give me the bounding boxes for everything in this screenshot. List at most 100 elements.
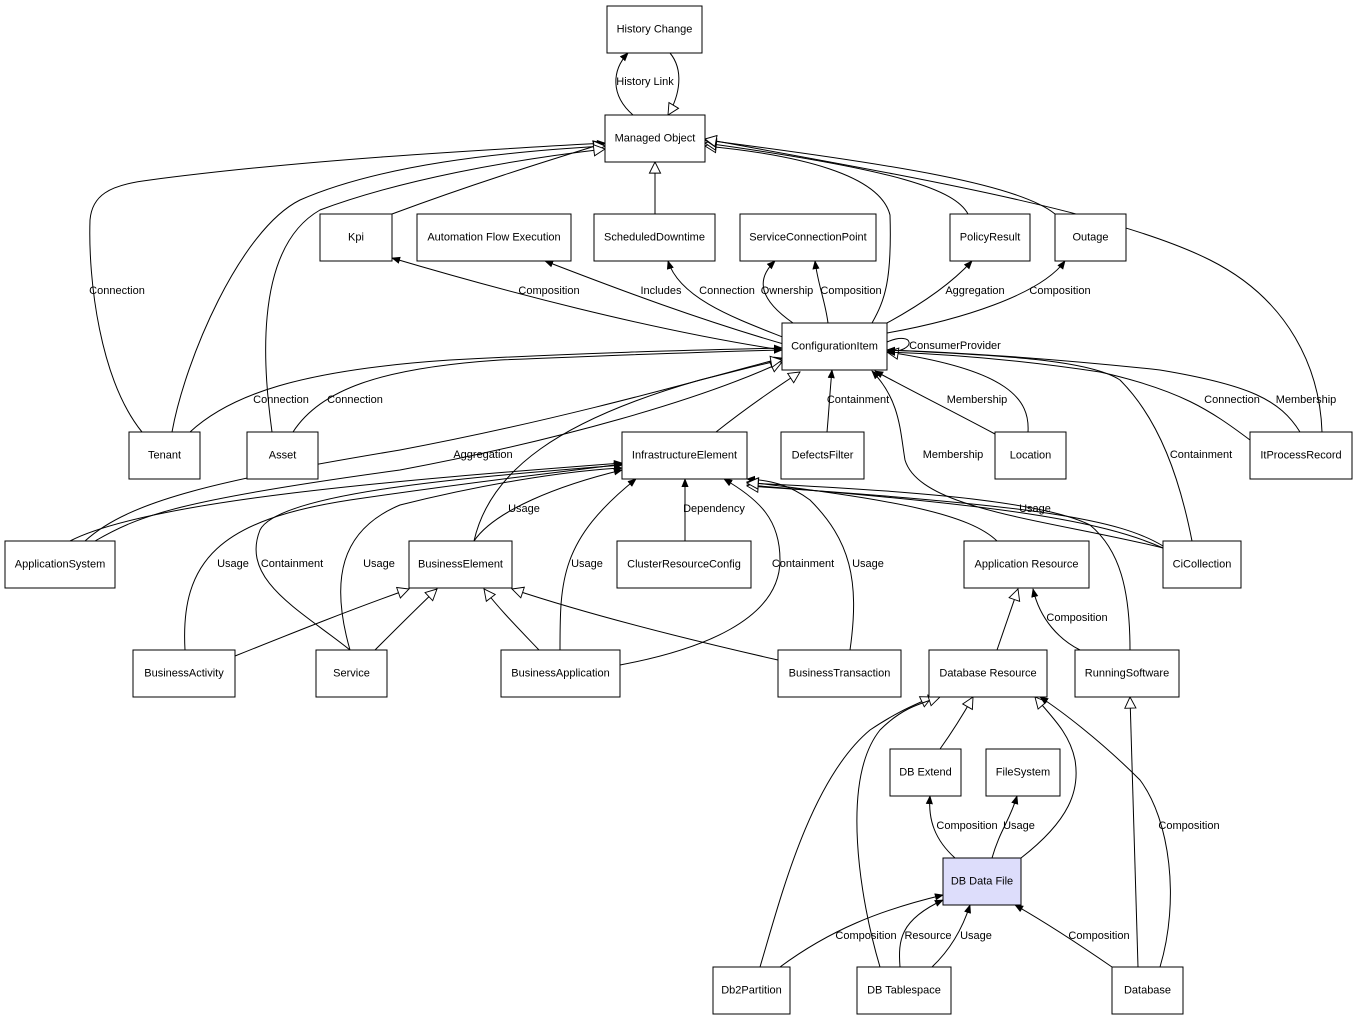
node-db-data-file[interactable]: DB Data File bbox=[942, 857, 1022, 906]
edge-label-composition: Composition bbox=[1158, 820, 1219, 832]
edge-label-usage: Usage bbox=[217, 558, 249, 570]
edge-itprocess-record-to-managed-object bbox=[705, 139, 1323, 433]
node-label: BusinessElement bbox=[418, 559, 503, 571]
edge-business-element-to-configuration-item bbox=[473, 360, 782, 542]
edge-ci-collection-to-infrastructure-element bbox=[747, 486, 1164, 547]
node-label: Service bbox=[333, 668, 370, 680]
edge-label-ownership: Ownership bbox=[761, 285, 814, 297]
edge-business-application-to-infrastructure-element bbox=[559, 478, 637, 651]
node-box bbox=[942, 857, 1022, 906]
node-automation-flow[interactable]: Automation Flow Execution bbox=[416, 213, 572, 262]
node-service[interactable]: Service bbox=[315, 649, 388, 698]
node-box bbox=[777, 649, 902, 698]
edge-label-usage: Usage bbox=[571, 558, 603, 570]
edge-label-containment: Containment bbox=[772, 558, 834, 570]
node-box bbox=[949, 213, 1031, 262]
edge-asset-to-managed-object bbox=[265, 149, 605, 433]
node-itprocess-record[interactable]: ItProcessRecord bbox=[1249, 431, 1353, 480]
node-policy-result[interactable]: PolicyResult bbox=[949, 213, 1031, 262]
node-label: DefectsFilter bbox=[792, 450, 854, 462]
edge-db2-partition-to-db-data-file bbox=[779, 893, 944, 968]
node-box bbox=[315, 649, 388, 698]
node-label: CiCollection bbox=[1173, 559, 1232, 571]
node-label: Outage bbox=[1072, 232, 1108, 244]
edge-label-usage: Usage bbox=[508, 503, 540, 515]
node-label: BusinessActivity bbox=[144, 668, 224, 680]
edge-service-to-infrastructure-element bbox=[340, 464, 623, 651]
node-label: InfrastructureElement bbox=[632, 450, 737, 462]
edge-label-composition: Composition bbox=[1029, 285, 1090, 297]
node-database[interactable]: Database bbox=[1111, 966, 1184, 1015]
node-box bbox=[1249, 431, 1353, 480]
node-label: FileSystem bbox=[996, 767, 1050, 779]
edge-running-software-to-application-resource bbox=[1031, 588, 1081, 651]
edge-label-usage: Usage bbox=[1019, 503, 1051, 515]
node-asset[interactable]: Asset bbox=[246, 431, 319, 480]
node-cluster-resource-config[interactable]: ClusterResourceConfig bbox=[616, 540, 752, 589]
edge-db-data-file-to-filesystem bbox=[991, 795, 1019, 859]
node-tenant[interactable]: Tenant bbox=[128, 431, 201, 480]
edge-kpi-to-managed-object bbox=[391, 143, 605, 215]
node-box bbox=[616, 540, 752, 589]
node-box bbox=[319, 213, 393, 262]
node-db2-partition[interactable]: Db2Partition bbox=[712, 966, 791, 1015]
edge-label-composition: Composition bbox=[1068, 930, 1129, 942]
node-box bbox=[606, 5, 703, 54]
node-label: Kpi bbox=[348, 232, 364, 244]
node-business-element[interactable]: BusinessElement bbox=[408, 540, 513, 589]
node-label: Managed Object bbox=[615, 133, 696, 145]
edge-business-application-to-business-element bbox=[484, 589, 540, 651]
edge-label-aggregation: Aggregation bbox=[945, 285, 1004, 297]
edge-configuration-item-to-service-connection-point bbox=[812, 260, 829, 324]
node-kpi[interactable]: Kpi bbox=[319, 213, 393, 262]
edge-location-to-configuration-item bbox=[887, 352, 1029, 433]
node-ci-collection[interactable]: CiCollection bbox=[1162, 540, 1242, 589]
node-business-activity[interactable]: BusinessActivity bbox=[132, 649, 236, 698]
node-label: BusinessTransaction bbox=[789, 668, 891, 680]
edge-database-to-running-software bbox=[1130, 697, 1139, 968]
node-outage[interactable]: Outage bbox=[1054, 213, 1127, 262]
edge-label-history-link: History Link bbox=[616, 76, 674, 88]
node-defects-filter[interactable]: DefectsFilter bbox=[780, 431, 865, 480]
node-label: Db2Partition bbox=[721, 985, 782, 997]
edge-itprocess-record-to-configuration-item bbox=[886, 348, 1251, 441]
edge-configuration-item-to-policy-result bbox=[886, 260, 973, 324]
edge-database-to-db-data-file bbox=[1014, 904, 1113, 968]
node-box bbox=[712, 966, 791, 1015]
node-filesystem[interactable]: FileSystem bbox=[985, 748, 1061, 797]
node-label: RunningSoftware bbox=[1085, 668, 1169, 680]
edge-history-change-to-managed-object bbox=[668, 52, 679, 115]
edge-application-resource-to-infrastructure-element bbox=[747, 482, 998, 542]
node-db-extend[interactable]: DB Extend bbox=[889, 748, 962, 797]
node-running-software[interactable]: RunningSoftware bbox=[1074, 649, 1180, 698]
node-label: DB Tablespace bbox=[867, 985, 941, 997]
node-box bbox=[1162, 540, 1242, 589]
edge-tenant-to-managed-object bbox=[171, 146, 605, 433]
node-label: ItProcessRecord bbox=[1260, 450, 1341, 462]
node-box bbox=[889, 748, 962, 797]
node-business-transaction[interactable]: BusinessTransaction bbox=[777, 649, 902, 698]
node-configuration-item[interactable]: ConfigurationItem bbox=[781, 322, 888, 371]
node-history-change[interactable]: History Change bbox=[606, 5, 703, 54]
edge-tenant-to-managed-object bbox=[89, 139, 606, 433]
edge-label-usage: Usage bbox=[363, 558, 395, 570]
node-db-tablespace[interactable]: DB Tablespace bbox=[856, 966, 952, 1015]
edge-db-data-file-to-db-extend bbox=[925, 795, 956, 859]
node-application-system[interactable]: ApplicationSystem bbox=[4, 540, 116, 589]
node-label: History Change bbox=[617, 24, 693, 36]
node-box bbox=[856, 966, 952, 1015]
node-database-resource[interactable]: Database Resource bbox=[928, 649, 1048, 698]
node-label: ConfigurationItem bbox=[791, 341, 878, 353]
node-location[interactable]: Location bbox=[994, 431, 1067, 480]
edge-label-connection: Connection bbox=[1204, 394, 1260, 406]
node-scheduled-downtime[interactable]: ScheduledDowntime bbox=[593, 213, 716, 262]
edge-label-resource: Resource bbox=[904, 930, 951, 942]
node-business-application[interactable]: BusinessApplication bbox=[500, 649, 621, 698]
node-service-connection-point[interactable]: ServiceConnectionPoint bbox=[739, 213, 877, 262]
node-box bbox=[408, 540, 513, 589]
node-box bbox=[500, 649, 621, 698]
node-managed-object[interactable]: Managed Object bbox=[604, 114, 706, 163]
node-infrastructure-element[interactable]: InfrastructureElement bbox=[621, 431, 748, 480]
node-application-resource[interactable]: Application Resource bbox=[963, 540, 1090, 589]
